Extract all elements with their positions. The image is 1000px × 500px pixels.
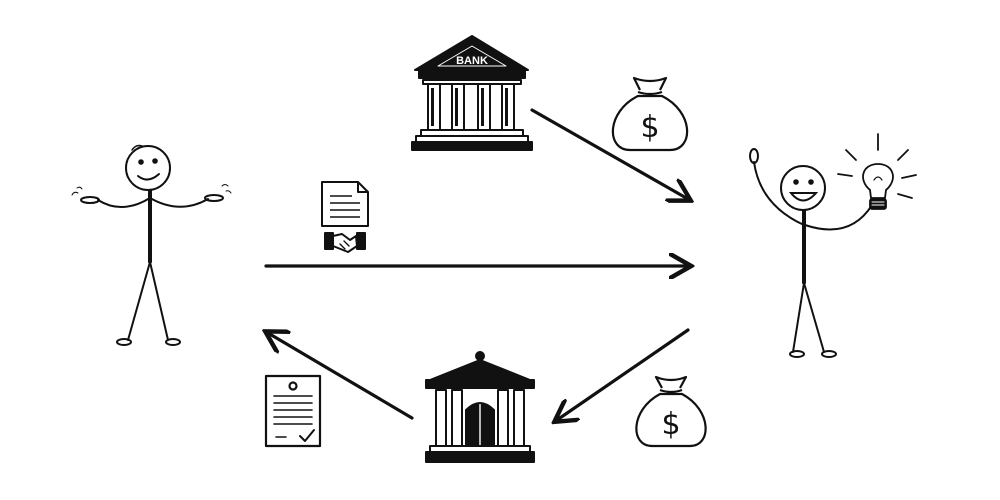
bank-sign-text: BANK (456, 55, 488, 67)
bottom-money-bag-icon: $ (635, 375, 707, 448)
left-person-figure (71, 144, 232, 346)
top-money-bag-symbol: $ (640, 110, 659, 145)
bottom-bank-building (425, 351, 535, 463)
bottom-money-bag-symbol: $ (661, 407, 680, 442)
right-person-figure (749, 148, 873, 358)
top-money-bag-icon: $ (611, 76, 689, 152)
handshake-icon (324, 232, 366, 253)
lightbulb-idea-icon (837, 133, 917, 210)
arrow-bank-to-lender (268, 333, 414, 420)
top-bank-building: BANK (411, 35, 533, 151)
arrow-bank-to-borrower (530, 108, 688, 199)
contract-document-icon (321, 181, 369, 227)
flow-arrows (266, 108, 690, 420)
arrow-borrower-to-bank (557, 328, 690, 420)
approved-document-icon (264, 374, 322, 448)
